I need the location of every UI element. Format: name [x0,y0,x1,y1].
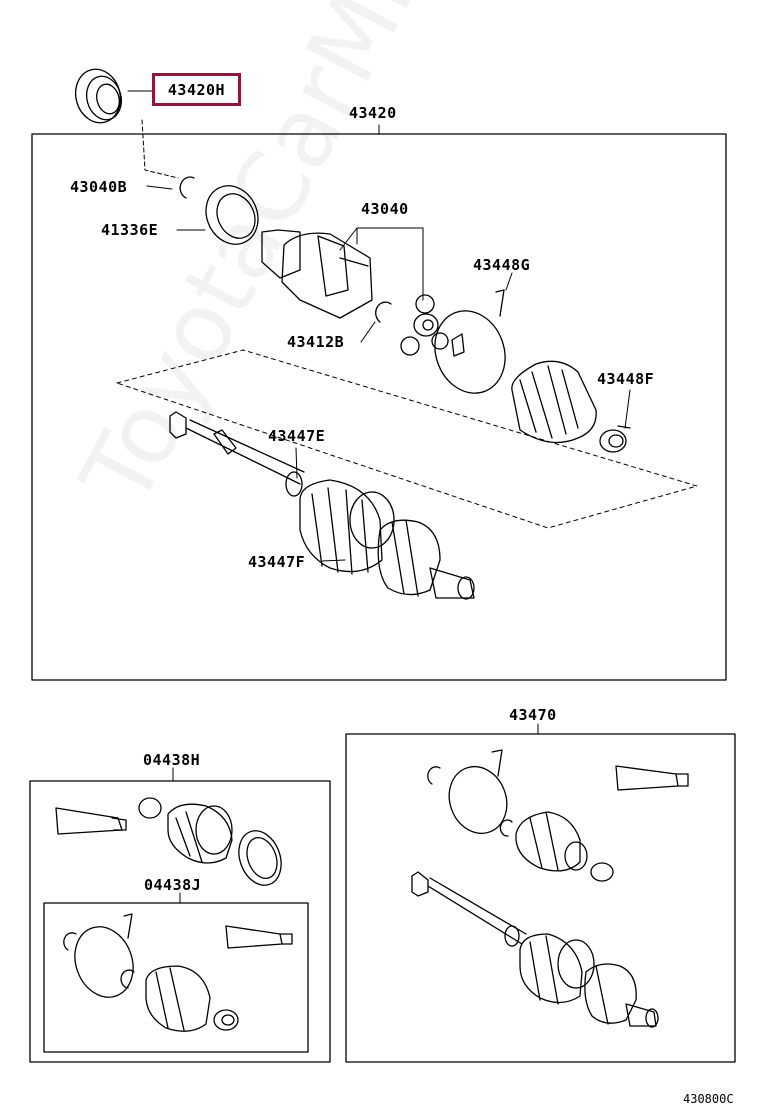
part-label-04438h[interactable]: 04438H [143,751,201,769]
frame-main [31,133,727,681]
inboard-joint-housing [261,229,373,319]
part-label-43420h[interactable]: 43420H [167,81,226,99]
part-label-43447f[interactable]: 43447F [248,553,306,571]
frame-04438h [29,780,331,1063]
seal-41336e [205,185,259,245]
highlighted-part-label[interactable]: 43420H [152,73,241,106]
frame-43470 [345,733,736,1063]
outboard-boot [299,479,395,575]
part-label-43448g[interactable]: 43448G [473,256,531,274]
tripod-joint [400,294,449,356]
part-label-04438j[interactable]: 04438J [144,876,202,894]
frame-04438j [43,902,309,1053]
leader-lines [127,90,631,904]
part-label-43447e[interactable]: 43447E [268,427,326,445]
part-label-41336e[interactable]: 41336E [101,221,159,239]
drive-shaft [169,411,305,497]
dashed-group-frame [116,349,698,529]
part-label-43040[interactable]: 43040 [361,200,409,218]
assembly-43470-items [411,749,689,1028]
boot-inboard [511,360,597,444]
clamp-band-43448g [434,289,506,394]
seal-43420h [74,68,123,124]
part-label-43412b[interactable]: 43412B [287,333,345,351]
kit-04438h-items [55,797,282,886]
part-label-43470[interactable]: 43470 [509,706,557,724]
clamp-43448f [599,425,631,453]
part-label-43448f[interactable]: 43448F [597,370,655,388]
snap-ring-43040b [179,176,195,199]
part-label-43420[interactable]: 43420 [349,104,397,122]
part-label-43040b[interactable]: 43040B [70,178,128,196]
snap-ring-43412b [375,301,392,323]
outboard-joint [377,519,475,600]
diagram-code: 430800C [683,1092,734,1106]
kit-04438j-items [63,913,293,1032]
